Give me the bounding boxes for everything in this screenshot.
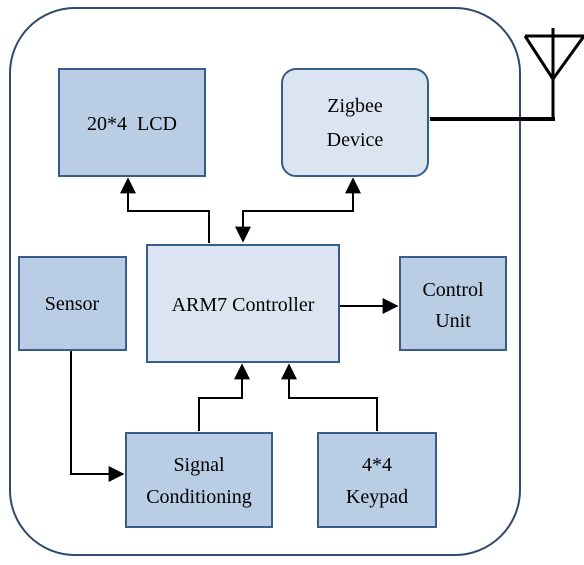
keypad-to-arm7-arrow	[281, 363, 378, 431]
signal-to-arm7-arrow	[198, 363, 250, 431]
signal-label-line2: Conditioning	[146, 486, 252, 508]
arm7-to-lcd-arrow	[120, 177, 210, 243]
arm7-controller-block: ARM7 Controller	[146, 244, 340, 363]
control-unit-block: Control Unit	[399, 256, 507, 351]
antenna-icon	[523, 28, 584, 119]
keypad-label-line2: Keypad	[346, 486, 408, 508]
arm7-zigbee-arrow	[235, 177, 361, 243]
arm7-label: ARM7 Controller	[172, 294, 315, 316]
zigbee-label-line2: Device	[327, 129, 384, 151]
connectors	[70, 177, 399, 482]
sensor-block: Sensor	[18, 256, 127, 351]
sensor-to-signal-arrow	[70, 351, 125, 482]
signal-label-line1: Signal	[173, 454, 225, 476]
lcd-block: 20*4 LCD	[58, 68, 206, 177]
keypad-block: 4*4 Keypad	[317, 432, 437, 528]
sensor-label: Sensor	[45, 293, 100, 315]
lcd-label: 20*4 LCD	[87, 113, 177, 135]
signal-conditioning-block: Signal Conditioning	[125, 432, 273, 528]
control-unit-label-line1: Control	[422, 279, 484, 301]
keypad-label-line1: 4*4	[362, 454, 392, 476]
zigbee-label-line1: Zigbee	[327, 95, 383, 117]
control-unit-label-line2: Unit	[435, 310, 471, 332]
zigbee-device-block: Zigbee Device	[281, 68, 429, 177]
